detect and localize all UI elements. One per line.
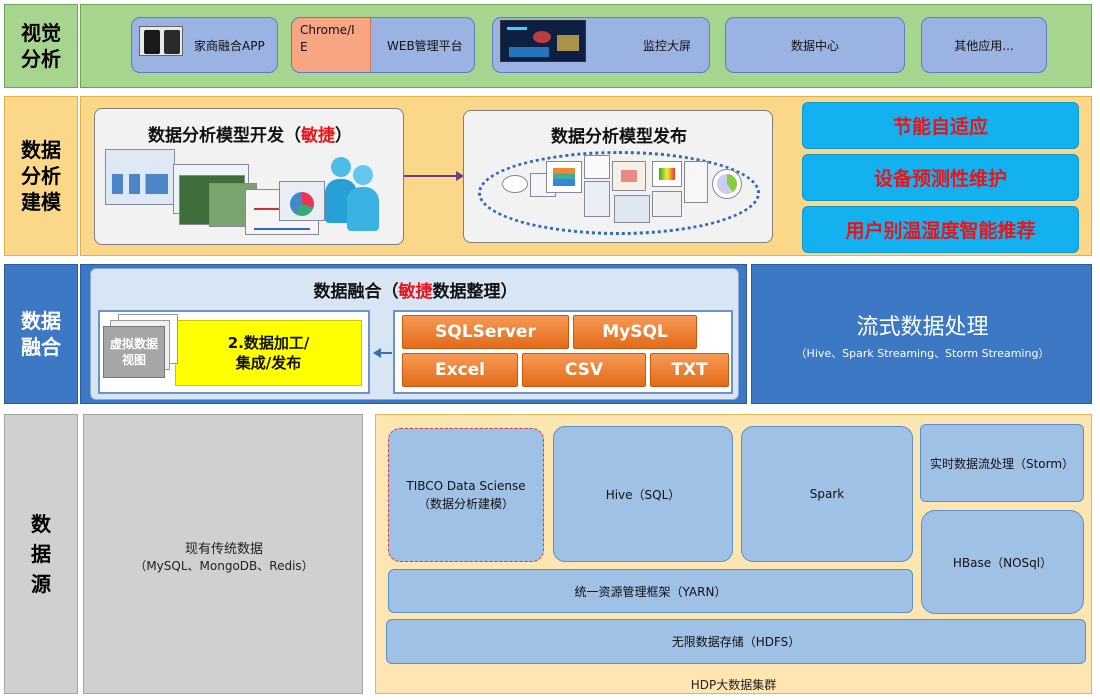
monitor-screen-icon xyxy=(500,20,586,62)
source-excel[interactable]: Excel xyxy=(402,353,518,387)
app-item-home-business[interactable]: 家商融合APP xyxy=(131,17,278,73)
app-item-data-center[interactable]: 数据中心 xyxy=(725,17,905,73)
model-publish-panel: 数据分析模型发布 xyxy=(463,110,773,243)
tibco-data-science[interactable]: TIBCO Data Sciense （数据分析建模） xyxy=(388,428,544,562)
model-publish-title: 数据分析模型发布 xyxy=(551,127,687,147)
model-development-panel: 数据分析模型开发（敏捷） xyxy=(94,108,404,245)
storm-realtime[interactable]: 实时数据流处理（Storm） xyxy=(920,424,1084,502)
browser-icon: Chrome/IE xyxy=(292,18,371,72)
arrow-head-icon xyxy=(456,171,464,181)
app-item-other[interactable]: 其他应用... xyxy=(921,17,1047,73)
app-item-label: WEB管理平台 xyxy=(387,39,463,53)
source-sqlserver[interactable]: SQLServer xyxy=(402,315,569,349)
phone-icon xyxy=(139,26,183,56)
source-mysql[interactable]: MySQL xyxy=(573,315,697,349)
layer-label-visual: 视觉 分析 xyxy=(4,4,78,88)
dashed-ellipse xyxy=(478,151,760,235)
hive-sql[interactable]: Hive（SQL） xyxy=(553,426,733,562)
app-humidity-recommendation[interactable]: 用户别温湿度智能推荐 xyxy=(802,206,1079,253)
source-csv[interactable]: CSV xyxy=(522,353,646,387)
layer-label-fusion: 数据 融合 xyxy=(4,264,78,404)
spark[interactable]: Spark xyxy=(741,426,913,562)
hdfs-storage[interactable]: 无限数据存储（HDFS） xyxy=(386,619,1086,664)
fusion-title: 数据融合（敏捷数据整理） xyxy=(313,282,518,302)
stream-processing-panel: 流式数据处理 （Hive、Spark Streaming、Storm Strea… xyxy=(751,264,1092,404)
stream-title: 流式数据处理 xyxy=(856,315,989,340)
hbase-nosql[interactable]: HBase（NOSql） xyxy=(921,510,1084,614)
app-item-monitor-screen[interactable]: 监控大屏 xyxy=(492,17,710,73)
yarn-resource-manager[interactable]: 统一资源管理框架（YARN） xyxy=(388,569,913,613)
layer-label-modeling: 数据 分析 建模 xyxy=(4,96,78,256)
hdp-cluster-label: HDP大数据集群 xyxy=(690,678,777,692)
traditional-subtitle: （MySQL、MongoDB、Redis） xyxy=(134,559,314,573)
stream-subtitle: （Hive、Spark Streaming、Storm Streaming） xyxy=(795,347,1050,360)
app-item-label: 家商融合APP xyxy=(194,39,265,53)
source-txt[interactable]: TXT xyxy=(650,353,729,387)
flow-arrow xyxy=(404,175,462,177)
layer-label-source: 数 据 源 xyxy=(4,414,78,694)
app-energy-adaptive[interactable]: 节能自适应 xyxy=(802,102,1079,149)
process-box: 2.数据加工/ 集成/发布 xyxy=(175,320,362,386)
traditional-data-panel: 现有传统数据 （MySQL、MongoDB、Redis） xyxy=(83,414,363,694)
app-item-web-platform[interactable]: Chrome/IE WEB管理平台 xyxy=(291,17,475,73)
flow-arrow xyxy=(380,352,392,354)
app-item-label: 数据中心 xyxy=(790,38,839,53)
app-item-label: 其他应用... xyxy=(954,38,1014,53)
model-development-title: 数据分析模型开发（敏捷） xyxy=(148,126,352,146)
app-item-label: 监控大屏 xyxy=(643,39,692,53)
traditional-title: 现有传统数据 xyxy=(184,542,263,557)
arrow-head-icon xyxy=(373,348,381,358)
app-predictive-maintenance[interactable]: 设备预测性维护 xyxy=(802,154,1079,201)
